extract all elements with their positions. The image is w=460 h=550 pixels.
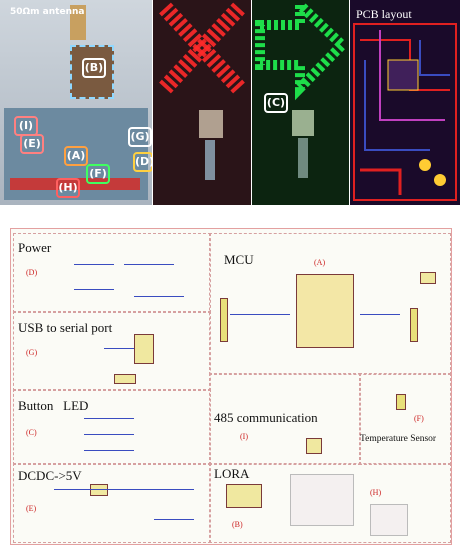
tag-usb: (G) xyxy=(26,348,38,357)
badge-d: (D) xyxy=(133,152,152,172)
badge-c: (C) xyxy=(264,93,288,113)
block-temperature: Temperature Sensor (F) xyxy=(359,373,451,465)
pcb-layout-label: PCB layout xyxy=(356,7,412,21)
block-dcdc: DCDC->5V (E) xyxy=(13,463,211,543)
badge-f: (F) xyxy=(86,164,110,184)
badge-i: (I) xyxy=(14,116,38,136)
title-mcu: MCU xyxy=(224,252,254,267)
tag-485: (I) xyxy=(240,432,248,441)
tag-lora: (B) xyxy=(232,520,243,529)
mcu-chip xyxy=(296,274,354,348)
red-x-led-icon xyxy=(153,0,251,205)
pcb-layout-photo: PCB layout xyxy=(350,0,460,205)
title-dcdc: DCDC->5V xyxy=(18,468,82,483)
title-temperature: Temperature Sensor xyxy=(360,434,437,444)
green-arrow-led-icon xyxy=(252,0,349,205)
title-power: Power xyxy=(18,240,52,255)
badge-b: (B) xyxy=(82,58,106,78)
block-power: Power (D) xyxy=(13,233,211,313)
block-lora: LORA (B) (H) xyxy=(209,463,451,543)
green-led-photo: (C) xyxy=(252,0,349,205)
title-lora: LORA xyxy=(214,466,250,481)
title-button-led: Button LED xyxy=(18,398,89,413)
pcb-traces-icon xyxy=(350,0,460,205)
badge-a: (A) xyxy=(64,146,88,166)
badge-h: (H) xyxy=(56,178,80,198)
tag-power: (D) xyxy=(26,268,38,277)
badge-e: (E) xyxy=(20,134,44,154)
tag-dcdc: (E) xyxy=(26,504,37,513)
schematic-diagram: Power (D) USB to serial port (G) MCU (A)… xyxy=(10,228,452,545)
block-mcu: MCU (A) xyxy=(209,233,451,375)
title-usb: USB to serial port xyxy=(18,320,113,335)
lora-module xyxy=(70,45,114,99)
block-usb: USB to serial port (G) xyxy=(13,311,211,391)
board-photo: 50Ωm antenna (B) (A) (I) (E) (F) (G) (D)… xyxy=(0,0,152,205)
red-led-photo xyxy=(153,0,251,205)
block-button-led: Button LED (C) xyxy=(13,389,211,465)
tag-h: (H) xyxy=(370,488,382,497)
title-485: 485 communication xyxy=(214,410,318,425)
badge-g: (G) xyxy=(128,127,152,147)
tag-temperature: (F) xyxy=(414,414,424,423)
antenna xyxy=(70,5,86,40)
antenna-label: 50Ωm antenna xyxy=(10,7,85,17)
block-485: 485 communication (I) xyxy=(209,373,361,465)
tag-button-led: (C) xyxy=(26,428,37,437)
tag-mcu: (A) xyxy=(314,258,326,267)
